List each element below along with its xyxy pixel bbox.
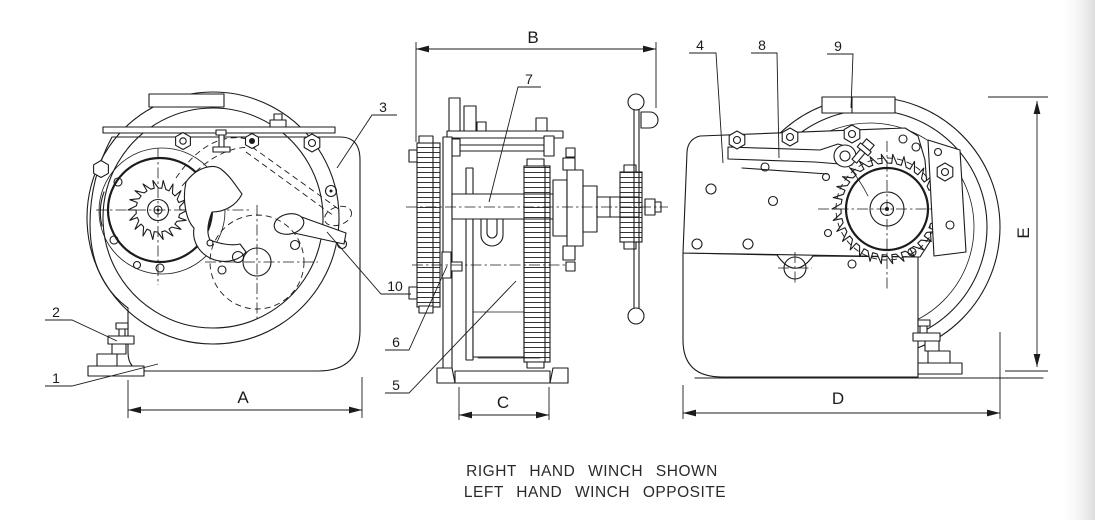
handle-alt-positions bbox=[175, 137, 341, 217]
dimension-a: A bbox=[127, 377, 363, 418]
callout-label-3: 3 bbox=[379, 99, 387, 115]
callout-label-6: 6 bbox=[392, 334, 400, 350]
dimension-c: C bbox=[458, 387, 550, 420]
front-view bbox=[406, 93, 668, 384]
dim-label-d: D bbox=[832, 389, 844, 408]
callout-label-8: 8 bbox=[758, 37, 766, 53]
dim-label-a: A bbox=[237, 388, 249, 407]
callout-label-4: 4 bbox=[696, 37, 704, 53]
callout-label-1: 1 bbox=[52, 370, 60, 386]
grease-fitting bbox=[851, 138, 875, 164]
side-plate bbox=[89, 136, 361, 372]
note-line-1: RIGHT HAND WINCH SHOWN bbox=[466, 463, 718, 480]
clutch-assembly bbox=[566, 169, 584, 247]
hook bbox=[480, 218, 504, 247]
dimension-e: E bbox=[988, 96, 1048, 372]
right-side-view bbox=[682, 96, 1044, 379]
dimension-d: D bbox=[682, 332, 1001, 419]
drum-support-body bbox=[682, 252, 919, 378]
callout-label-2: 2 bbox=[52, 304, 60, 320]
dim-label-b: B bbox=[527, 28, 538, 47]
callout-10: 10 bbox=[326, 231, 411, 295]
callout-8: 8 bbox=[751, 37, 780, 159]
callout-2: 2 bbox=[45, 304, 118, 342]
crank-handle bbox=[627, 93, 659, 325]
pawl-lever bbox=[183, 165, 247, 262]
callout-5: 5 bbox=[385, 280, 517, 394]
callout-1: 1 bbox=[45, 363, 159, 387]
callouts: 1 2 3 10 6 5 7 4 bbox=[45, 37, 854, 394]
drum-top-plate bbox=[148, 93, 225, 108]
note-text: RIGHT HAND WINCH SHOWN LEFT HAND WINCH O… bbox=[464, 463, 726, 501]
callout-7: 7 bbox=[488, 71, 541, 203]
callout-label-10: 10 bbox=[387, 278, 403, 294]
dimension-b: B bbox=[415, 28, 657, 142]
callout-3: 3 bbox=[336, 99, 397, 169]
callout-6: 6 bbox=[385, 265, 448, 351]
callout-label-9: 9 bbox=[834, 38, 842, 54]
base-plate bbox=[87, 365, 145, 377]
dim-label-c: C bbox=[497, 393, 509, 412]
dim-label-e: E bbox=[1014, 227, 1033, 238]
page-edge-shadow bbox=[1058, 0, 1095, 520]
callout-label-7: 7 bbox=[525, 71, 533, 87]
callout-4: 4 bbox=[689, 37, 724, 164]
callout-label-5: 5 bbox=[392, 377, 400, 393]
base-frame bbox=[454, 370, 551, 384]
left-side-view bbox=[86, 91, 361, 377]
top-bracket bbox=[821, 96, 896, 114]
cable-clamp bbox=[107, 335, 135, 345]
drum-gear-edge bbox=[523, 165, 551, 363]
pawl-side-bracket bbox=[927, 139, 967, 257]
main-gear-edge bbox=[416, 142, 441, 308]
callout-9: 9 bbox=[827, 38, 854, 109]
note-line-2: LEFT HAND WINCH OPPOSITE bbox=[464, 484, 726, 501]
